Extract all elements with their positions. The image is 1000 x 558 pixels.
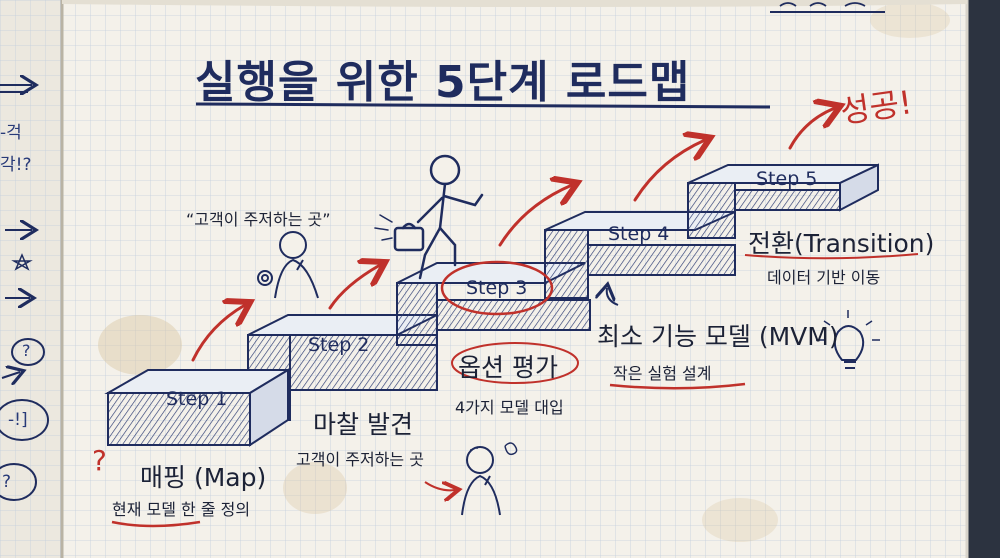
thought-quote: “고객이 주저하는 곳” [186, 210, 331, 229]
step3-desc: 4가지 모델 대입 [455, 398, 564, 417]
coffee-stain [98, 315, 182, 375]
step1-label: Step 1 [166, 388, 228, 410]
margin-note-3: ? [22, 341, 31, 360]
step2-desc: 고객이 주저하는 곳 [296, 450, 424, 469]
step2-heading: 마찰 발견 [313, 410, 413, 439]
notebook-cover [967, 0, 1000, 558]
thinking-person-icon-2 [461, 442, 518, 516]
step2-label: Step 2 [308, 334, 370, 356]
margin-doodles [0, 85, 49, 501]
step1-heading: 매핑 (Map) [140, 463, 267, 492]
step5-desc: 데이터 기반 이동 [767, 268, 881, 287]
stick-figure [374, 154, 484, 280]
page-title: 실행을 위한 5단계 로드맵 [195, 57, 691, 108]
step4-desc: 작은 실험 설계 [613, 364, 712, 383]
step3-heading: 옵션 평가 [458, 353, 558, 382]
margin-note-1: -걱 [0, 123, 22, 143]
step3-highlight [440, 260, 554, 316]
question-mark-icon: ? [92, 444, 107, 477]
title-underline [195, 102, 771, 109]
step5-label: Step 5 [756, 168, 818, 190]
margin-note-5: ? [2, 472, 12, 492]
margin-note-2: 각!? [0, 155, 32, 175]
progress-arrows [191, 108, 835, 362]
step4-label: Step 4 [608, 223, 670, 245]
step1-desc: 현재 모델 한 줄 정의 [112, 500, 251, 519]
step5-heading: 전환(Transition) [748, 229, 935, 258]
option-highlight [451, 342, 579, 384]
step4-heading: 최소 기능 모델 (MVM) [597, 322, 839, 351]
lightbulb-icon [816, 310, 880, 369]
staircase [104, 163, 879, 447]
margin-note-4: -!] [8, 410, 28, 430]
step3-label: Step 3 [466, 277, 528, 299]
thinking-person-icon [257, 231, 319, 299]
